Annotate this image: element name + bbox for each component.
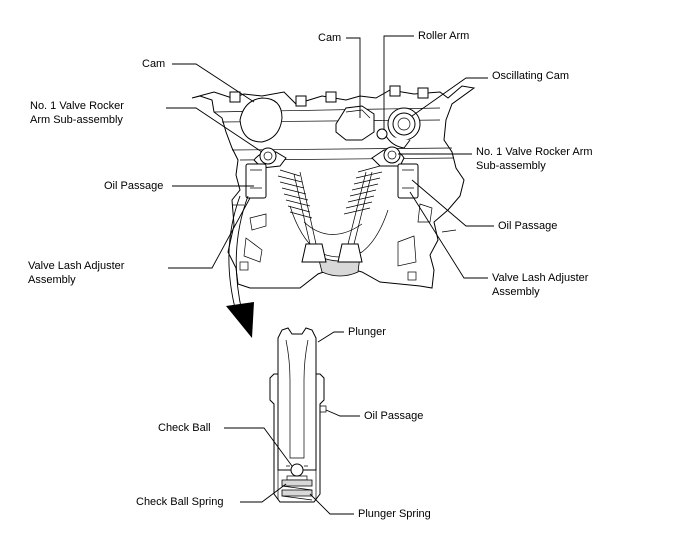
label-oil-passage-detail: Oil Passage [364, 410, 424, 422]
lash-adjuster-left-installed [245, 163, 267, 199]
cylinder-head [191, 85, 476, 289]
label-rocker-left-line2: Arm Sub-assembly [30, 114, 123, 126]
label-adjuster-left-line1: Valve Lash Adjuster [28, 260, 125, 272]
roller-arm-shape [376, 128, 388, 140]
valve-spring-left [277, 169, 327, 263]
label-cam-right: Cam [318, 32, 342, 44]
valve-spring-right [337, 165, 383, 263]
detail-leader-lines [224, 331, 360, 515]
label-oil-passage-right: Oil Passage [498, 220, 558, 232]
label-roller-arm: Roller Arm [418, 30, 470, 42]
cam-right-shape [335, 105, 375, 141]
label-adjuster-left-line2: Assembly [28, 274, 76, 286]
label-rocker-right-line1: No. 1 Valve Rocker Arm [476, 146, 593, 158]
label-oil-passage-left: Oil Passage [104, 180, 164, 192]
label-adjuster-right-line1: Valve Lash Adjuster [492, 272, 589, 284]
label-plunger: Plunger [348, 326, 386, 338]
rocker-arm-right-shape [371, 146, 405, 167]
label-rocker-right-line2: Sub-assembly [476, 160, 546, 172]
label-adjuster-right-line2: Assembly [492, 286, 540, 298]
lash-adjuster-detail [269, 327, 327, 503]
detail-arrow [226, 195, 254, 338]
leader-lines [166, 35, 494, 279]
label-oscillating-cam: Oscillating Cam [492, 70, 570, 82]
label-rocker-left-line1: No. 1 Valve Rocker [30, 100, 124, 112]
label-check-ball-spring: Check Ball Spring [136, 496, 224, 508]
lash-adjuster-right-installed [397, 163, 419, 199]
label-cam-left: Cam [142, 58, 166, 70]
label-plunger-spring: Plunger Spring [358, 508, 431, 520]
label-check-ball: Check Ball [158, 422, 211, 434]
